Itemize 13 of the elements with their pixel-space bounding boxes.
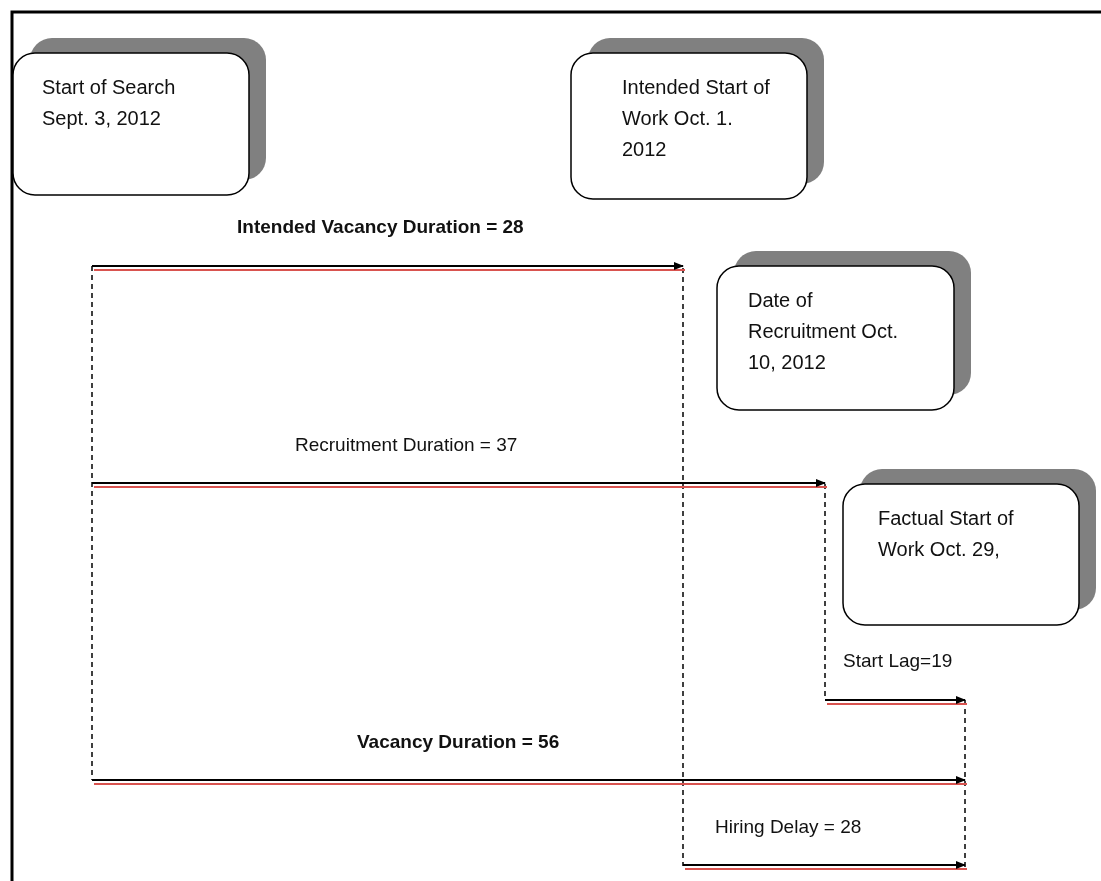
duration-label: Recruitment Duration = 37: [295, 434, 518, 456]
box-text: Date of Recruitment Oct. 10, 2012: [748, 288, 900, 375]
box-text: Intended Start of Work Oct. 1. 2012: [622, 75, 771, 162]
duration-label: Start Lag=19: [843, 650, 953, 672]
box-text: Start of Search Sept. 3, 2012: [42, 75, 177, 131]
rounded-box: [716, 250, 973, 411]
duration-label: Vacancy Duration = 56: [357, 731, 560, 753]
box-text: Factual Start of Work Oct. 29,: [878, 506, 1015, 562]
rounded-box: [842, 468, 1098, 626]
rounded-box: [12, 37, 268, 196]
duration-label: Intended Vacancy Duration = 28: [237, 216, 524, 238]
rounded-box: [570, 37, 826, 200]
duration-label: Hiring Delay = 28: [715, 816, 862, 838]
